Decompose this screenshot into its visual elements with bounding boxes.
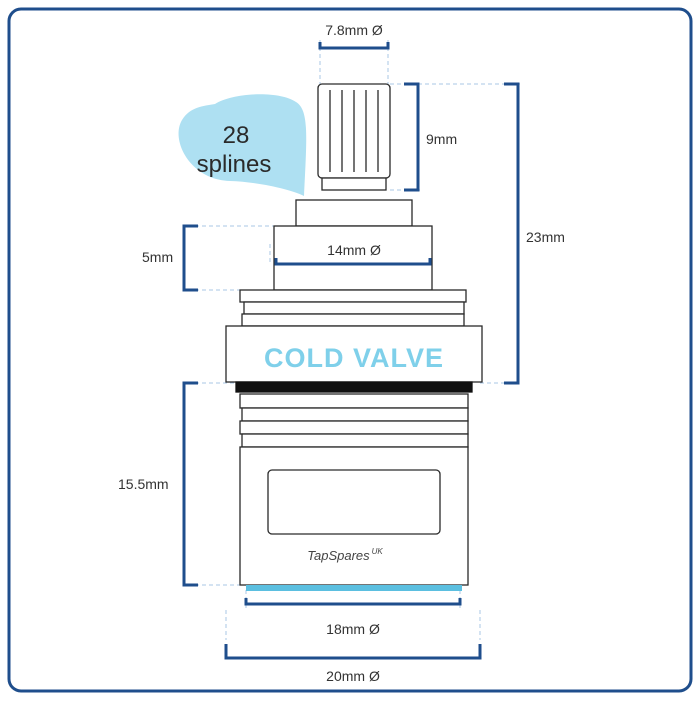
spindle-diameter-bracket: [318, 42, 390, 50]
upper-thread: [239, 289, 467, 303]
shoulder-diameter-label: 14mm Ø: [327, 242, 381, 258]
body-diameter-label: 20mm Ø: [326, 668, 380, 684]
label-band: [225, 325, 483, 383]
spindle-collar: [321, 177, 387, 191]
brand-name: TapSpares: [307, 548, 370, 563]
thread-height-label: 15.5mm: [118, 476, 169, 492]
outer-frame: [7, 7, 693, 693]
splines-badge: 28 splines: [178, 94, 307, 196]
shoulder-top: [295, 199, 413, 227]
thread-height-bracket: [182, 381, 198, 587]
valve-body: [225, 83, 483, 591]
spindle-diameter-label: 7.8mm Ø: [325, 22, 383, 38]
shoulder-height-label: 5mm: [142, 249, 173, 265]
splines-count: 28: [223, 122, 250, 149]
thread-diameter-bracket: [244, 598, 462, 606]
lower-thread: [239, 393, 469, 409]
body-diameter-bracket: [224, 644, 482, 660]
shoulder: [273, 225, 433, 291]
brand-suffix: UK: [372, 547, 384, 556]
splines-label: splines: [197, 151, 272, 178]
valve-label: COLD VALVE: [264, 343, 444, 373]
lower-body: [239, 446, 469, 586]
shoulder-diameter-bracket: [274, 258, 432, 266]
dimension-lines: [182, 42, 520, 660]
seal-ring: [235, 381, 473, 393]
body-window: [267, 469, 441, 535]
thread-diameter-label: 18mm Ø: [326, 621, 380, 637]
total-height-label: 23mm: [526, 229, 565, 245]
base-accent: [246, 585, 462, 591]
spindle-height-label: 9mm: [426, 131, 457, 147]
spindle-height-bracket: [404, 82, 420, 192]
shoulder-height-bracket: [182, 224, 198, 292]
dimension-labels: 7.8mm Ø 9mm 23mm 5mm 14mm Ø 15.5mm 18mm …: [118, 22, 565, 684]
total-height-bracket: [504, 82, 520, 385]
